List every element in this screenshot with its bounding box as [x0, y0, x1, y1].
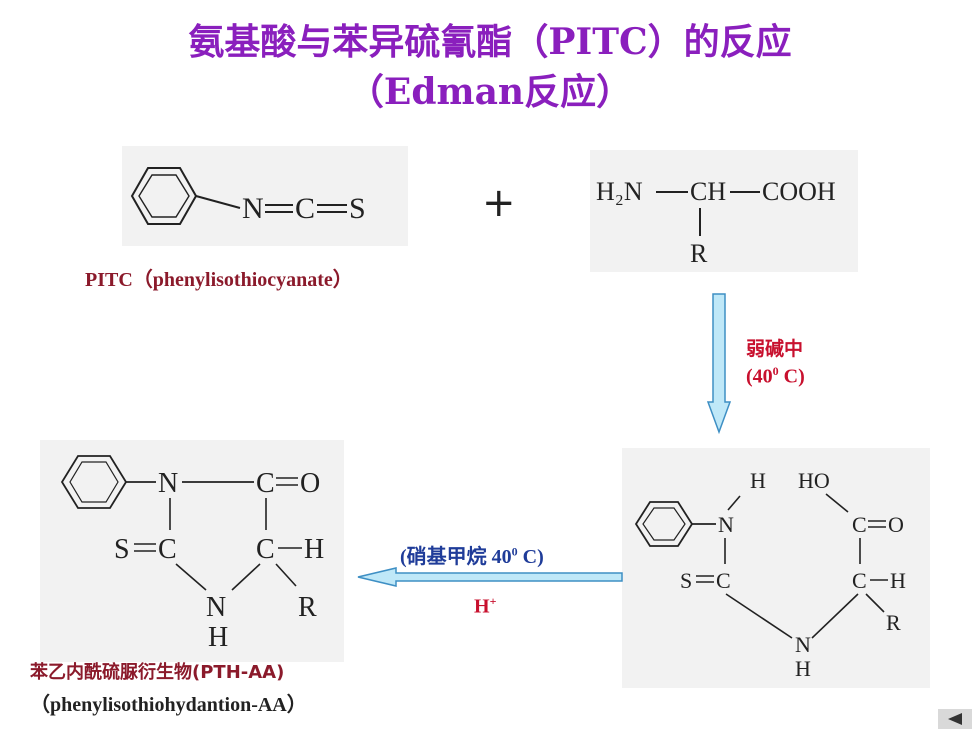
left-arrow-icon — [357, 567, 623, 587]
product-structure-panel: N C O S C C H N R H — [40, 440, 344, 662]
intermediate-h-top: H — [750, 468, 766, 493]
pitc-ring-to-n-bond — [195, 195, 241, 209]
step1-condition-weak-base: 弱碱中 — [746, 338, 804, 360]
product-structure: N C O S C C H N R H — [60, 455, 324, 653]
intermediate-c-r-bond — [865, 593, 885, 613]
product-alpha-c: C — [256, 534, 275, 565]
intermediate-carbonyl-c: C — [852, 512, 867, 537]
intermediate-alpha-c: C — [852, 568, 867, 593]
intermediate-cthio-n-bond — [725, 593, 793, 639]
intermediate-benzene-inner — [642, 507, 686, 541]
amino-acid-cooh-group: COOH — [762, 177, 836, 206]
product-alpha-h: H — [304, 534, 324, 565]
pitc-s-atom: S — [349, 192, 366, 225]
pitc-benzene-inner — [138, 174, 190, 218]
intermediate-structure: H N HO C O S C C H R N H — [634, 468, 906, 681]
step2-condition-acid: H+ — [474, 594, 496, 619]
product-h-bottom: H — [208, 622, 228, 653]
down-arrow-icon — [706, 293, 732, 434]
intermediate-ho-group: HO — [798, 468, 830, 493]
pitc-structure: N C S — [130, 167, 366, 225]
intermediate-alpha-h: H — [890, 568, 906, 593]
amino-acid-r-group: R — [690, 239, 708, 268]
product-r-group: R — [298, 592, 317, 623]
back-triangle-icon — [948, 713, 962, 725]
intermediate-r-group: R — [886, 610, 901, 635]
intermediate-structure-panel: H N HO C O S C C H R N H — [622, 448, 930, 688]
intermediate-ho-c-bond — [825, 493, 849, 513]
slide-title-line2: （Edman反应） — [347, 71, 633, 113]
step2-h-plus: + — [489, 594, 497, 608]
intermediate-s-atom: S — [680, 568, 692, 593]
intermediate-thio-c: C — [716, 568, 731, 593]
product-cthio-n-bond — [175, 563, 207, 591]
intermediate-n-bottom: N — [795, 632, 811, 657]
intermediate-benzene-ring — [634, 501, 694, 547]
product-thio-c: C — [158, 534, 177, 565]
pitc-caption: PITC（phenylisothiocyanate） — [85, 269, 353, 291]
product-c-r-bond — [275, 563, 297, 587]
step1-temp-prefix: (40 — [746, 365, 773, 388]
product-s-atom: S — [114, 534, 130, 565]
step2-cond-suffix: C) — [517, 546, 544, 568]
step1-temp-suffix: C) — [778, 365, 805, 388]
intermediate-calpha-n-bond — [811, 593, 859, 639]
pitc-c-atom: C — [295, 192, 315, 225]
pitc-benzene-ring — [130, 167, 198, 225]
product-carbonyl-o: O — [300, 468, 320, 499]
step2-cond-prefix: (硝基甲烷 40 — [400, 546, 512, 568]
intermediate-n-atom: N — [718, 512, 734, 537]
amino-acid-structure-panel: H₂N CH COOH R — [590, 150, 858, 272]
product-calpha-n-bond — [231, 563, 261, 591]
back-nav-button[interactable] — [938, 709, 972, 729]
product-benzene-ring — [60, 455, 128, 509]
product-benzene-inner — [69, 461, 119, 503]
pitc-structure-panel: N C S — [122, 146, 408, 246]
product-caption-english: （phenylisothiohydantion-AA） — [30, 694, 307, 716]
amino-acid-ch-group: CH — [690, 177, 726, 206]
plus-sign: + — [482, 180, 516, 226]
pitc-n-atom: N — [242, 192, 264, 225]
product-n-top: N — [158, 468, 178, 499]
product-caption-chinese: 苯乙内酰硫脲衍生物(PTH-AA) — [30, 662, 285, 683]
step2-condition-nitromethane: (硝基甲烷 400 C) — [400, 540, 544, 569]
product-n-bottom: N — [206, 592, 226, 623]
step1-temp-degree: 0 — [772, 364, 779, 378]
step1-condition-temperature: (400 C) — [746, 364, 805, 389]
intermediate-carbonyl-o: O — [888, 512, 904, 537]
amino-acid-h2n-group: H₂N — [596, 177, 643, 206]
amino-acid-structure: H₂N CH COOH R — [596, 177, 836, 268]
slide-title-line1: 氨基酸与苯异硫氰酯（PITC）的反应 — [188, 21, 792, 63]
step2-h: H — [474, 595, 490, 618]
product-carbonyl-c: C — [256, 468, 275, 499]
intermediate-n-h-bond — [727, 495, 741, 511]
intermediate-h-bottom: H — [795, 656, 811, 681]
step2-cond-degree: 0 — [511, 544, 518, 559]
